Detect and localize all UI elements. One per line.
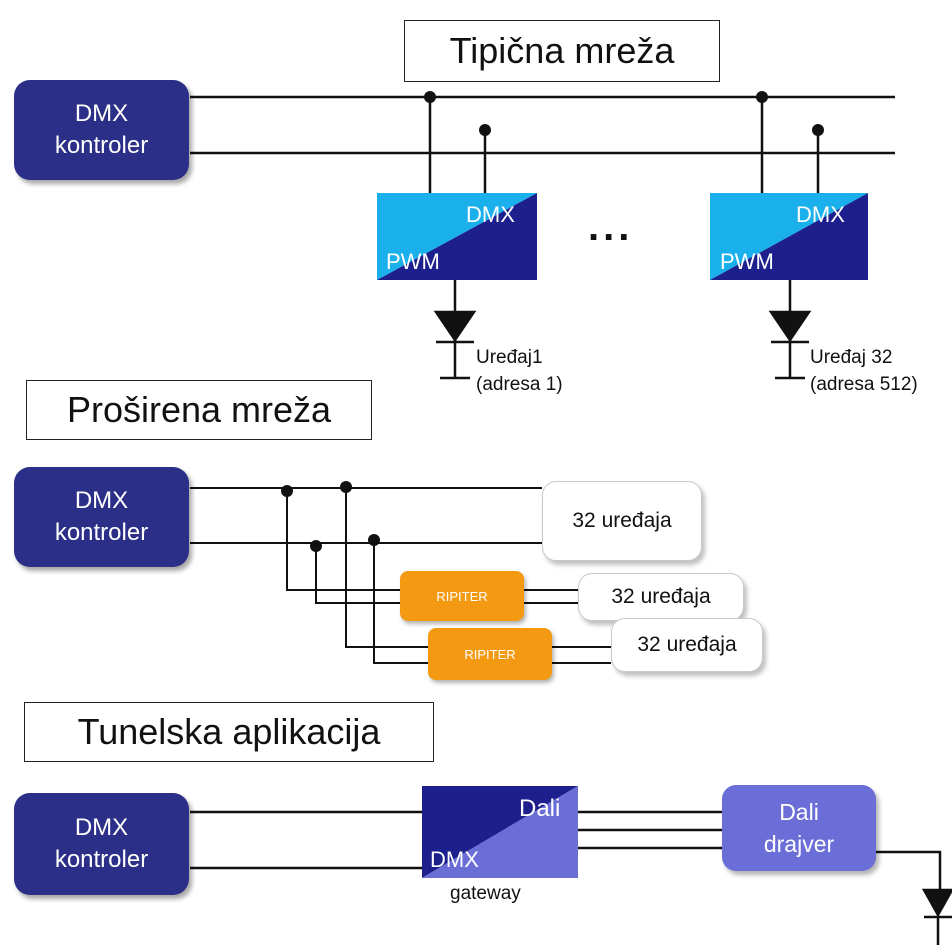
section-title-tunnel: Tunelska aplikacija [24, 702, 434, 762]
gateway-label: gateway [450, 883, 521, 904]
typical-bus-lines [190, 95, 895, 378]
repeater-1: RIPITER [400, 571, 524, 621]
repeater-2: RIPITER [428, 628, 552, 680]
led-icon-2 [768, 310, 812, 380]
section-title-tunnel-text: Tunelska aplikacija [77, 711, 381, 752]
gateway-bottom-label: DMX [430, 847, 479, 872]
typical-junction-dots [424, 91, 824, 136]
controller-line-2: kontroler [54, 132, 149, 159]
device-group-2: 32 uređaja [578, 573, 744, 621]
device-group-2-label: 32 uređaja [611, 585, 711, 608]
device-group-3-label: 32 uređaja [637, 633, 737, 656]
repeater-2-label: RIPITER [464, 646, 516, 662]
converter-1-bottom-label: PWM [386, 249, 440, 274]
dali-driver-line-2: drajver [763, 831, 835, 857]
section-title-extended: Proširena mreža [26, 380, 372, 440]
gateway-top-label: Dali [519, 795, 561, 822]
device-32-name: Uređaj 32 [810, 347, 893, 368]
controller-line-1: DMX [74, 814, 129, 841]
converter-dmx-pwm-2 [710, 193, 868, 280]
dmx-controller-extended: DMX kontroler [14, 467, 189, 567]
dmx-controller-typical: DMX kontroler [14, 80, 189, 180]
converter-2-top-label: DMX [796, 202, 845, 227]
controller-line-2: kontroler [54, 846, 149, 873]
controller-line-1: DMX [74, 487, 129, 514]
dali-driver-line-1: Dali [779, 799, 819, 825]
device-32-label: Uređaj 32 (adresa 512) [810, 344, 918, 398]
device-1-label: Uređaj1 (adresa 1) [476, 344, 563, 398]
device-group-3: 32 uređaja [611, 618, 763, 672]
ellipsis: ... [588, 205, 634, 249]
dali-driver: Dali drajver [722, 785, 876, 871]
device-1-name: Uređaj1 [476, 347, 543, 368]
device-32-address: (adresa 512) [810, 374, 918, 395]
device-1-address: (adresa 1) [476, 374, 563, 395]
led-icon-3 [921, 888, 952, 945]
repeater-1-label: RIPITER [436, 588, 488, 604]
converter-2-bottom-label: PWM [720, 249, 774, 274]
controller-line-1: DMX [74, 100, 129, 127]
tunnel-bus-lines [190, 810, 942, 890]
controller-line-2: kontroler [54, 519, 149, 546]
extended-bus-lines [190, 487, 611, 664]
led-icon-1 [433, 310, 477, 380]
device-group-1: 32 uređaja [542, 481, 702, 561]
dmx-controller-tunnel: DMX kontroler [14, 793, 189, 895]
section-title-typical-text: Tipična mreža [449, 30, 675, 71]
converter-dmx-pwm-1 [377, 193, 537, 280]
section-title-typical: Tipična mreža [404, 20, 720, 82]
extended-junction-dots [281, 481, 380, 552]
section-title-extended-text: Proširena mreža [66, 389, 332, 430]
device-group-1-label: 32 uređaja [572, 509, 672, 532]
converter-1-top-label: DMX [466, 202, 515, 227]
gateway-dali-dmx [422, 786, 578, 878]
